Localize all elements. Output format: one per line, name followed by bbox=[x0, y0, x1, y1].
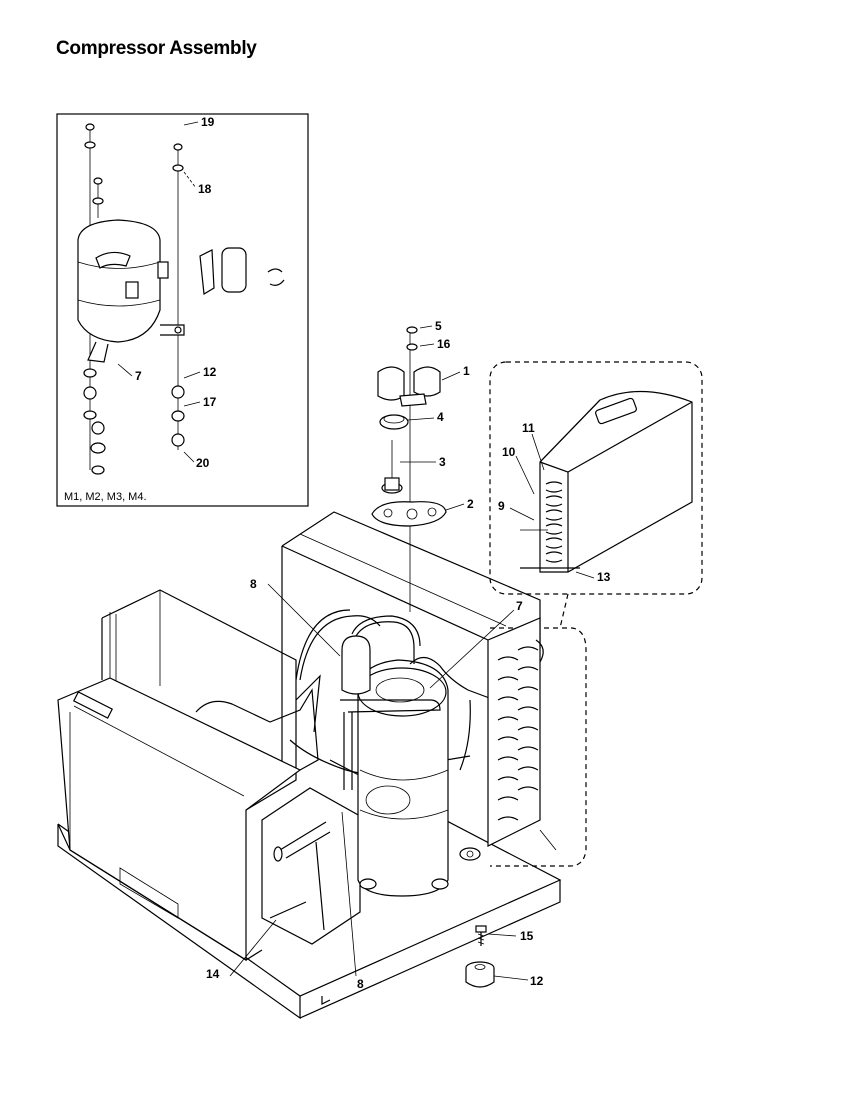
main-unit-assembly bbox=[57, 511, 562, 1020]
compressor bbox=[357, 659, 449, 897]
label-11: 11 bbox=[522, 421, 535, 435]
mount-bolt-and-grommet bbox=[465, 925, 495, 988]
label-15: 15 bbox=[520, 929, 534, 943]
label-12-bottom: 12 bbox=[530, 974, 544, 988]
label-5: 5 bbox=[435, 319, 442, 333]
label-20: 20 bbox=[196, 456, 210, 470]
label-7-main: 7 bbox=[516, 599, 523, 613]
label-9: 9 bbox=[498, 499, 505, 513]
main-condenser-coil bbox=[487, 617, 544, 847]
terminal-parts bbox=[371, 325, 465, 612]
label-1: 1 bbox=[463, 364, 470, 378]
label-14: 14 bbox=[206, 967, 220, 981]
label-8-top: 8 bbox=[250, 577, 257, 591]
label-17: 17 bbox=[203, 395, 217, 409]
condenser-coil-tubes bbox=[545, 481, 563, 563]
coil-highlight-outline bbox=[490, 627, 587, 867]
label-16: 16 bbox=[437, 337, 451, 351]
label-10: 10 bbox=[502, 445, 516, 459]
label-2: 2 bbox=[467, 497, 474, 511]
label-4: 4 bbox=[437, 410, 444, 424]
label-3: 3 bbox=[439, 455, 446, 469]
label-12-inset: 12 bbox=[203, 365, 217, 379]
inset-compressor-variants bbox=[56, 113, 309, 507]
label-7-inset: 7 bbox=[135, 369, 142, 383]
label-18: 18 bbox=[198, 182, 212, 196]
label-13: 13 bbox=[597, 570, 611, 584]
inset-model-note: M1, M2, M3, M4. bbox=[64, 491, 147, 503]
label-19: 19 bbox=[201, 115, 215, 129]
label-8-bottom: 8 bbox=[357, 977, 364, 991]
page-title: Compressor Assembly bbox=[56, 38, 257, 59]
condenser-coil-inset bbox=[489, 361, 703, 595]
